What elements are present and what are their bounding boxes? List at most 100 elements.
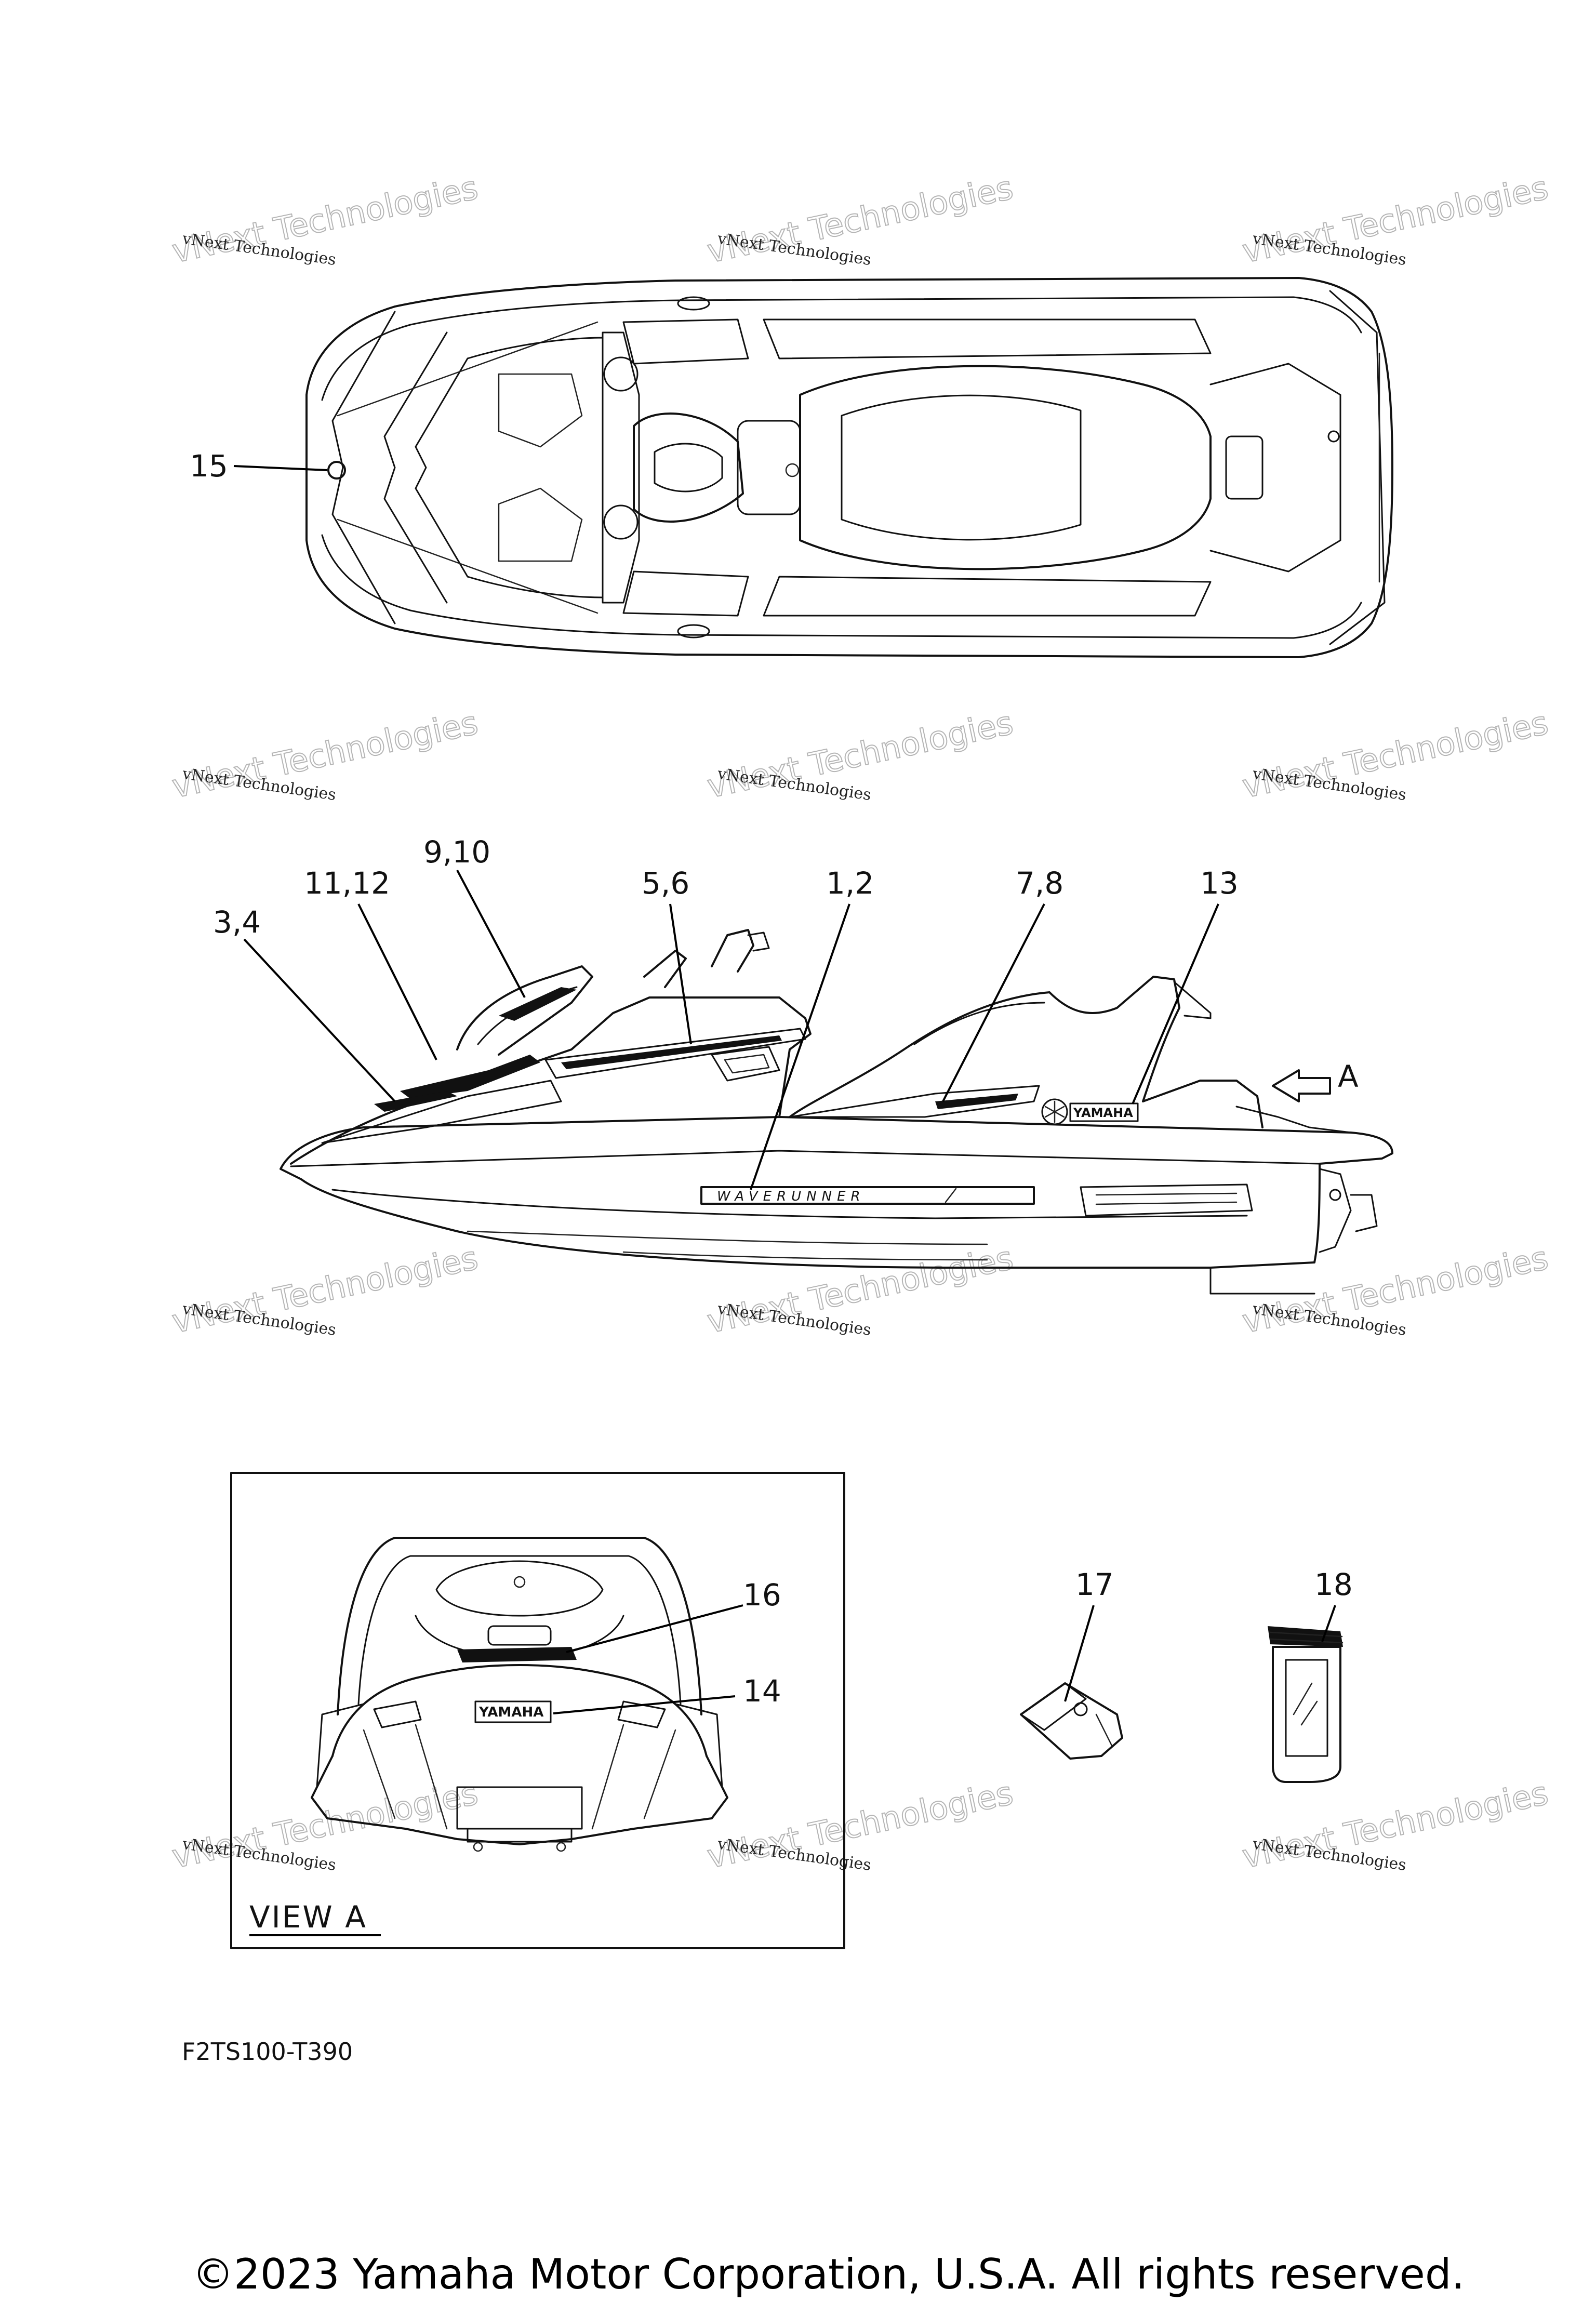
decal-7-8-fill [935,1094,1018,1109]
side-strake [467,1230,988,1245]
leader-17 [1064,1605,1095,1702]
cleat-top [677,296,710,311]
decal-9-10 [499,987,577,1021]
callout-16: 16 [743,1577,781,1613]
footwell-right [622,570,749,617]
bow-chevron [383,331,448,604]
side-intake-line [1095,1192,1238,1205]
side-seat-top [913,1002,1045,1045]
callout-17: 17 [1075,1567,1114,1602]
decal-yamaha-side-text: YAMAHA [1073,1106,1133,1120]
decal-7-8 [789,1085,1040,1118]
view-a-arrow [1272,1069,1331,1102]
leader-3-4 [243,938,396,1102]
rear-storage [1225,435,1264,500]
yamaha-emblem-side [1041,1098,1068,1125]
dash [737,420,801,515]
decal-16 [457,1647,577,1662]
rear-deck [1209,363,1341,573]
side-intake [1080,1183,1253,1217]
side-chine [331,1189,1248,1219]
rear-outline [311,1755,728,1845]
seat-cushion [841,394,1082,541]
cleat-bottom [677,624,710,638]
hood [467,337,604,598]
bag-window [1285,1659,1328,1757]
callout-13: 13 [1200,866,1239,901]
part-code: F2TS100-T390 [182,2038,353,2066]
side-handlebar [643,950,687,988]
rear-panel-line [363,1724,676,1830]
decal-1-2-waverunner [700,1186,1035,1205]
leader-1-2 [750,903,850,1190]
view-a-panel: YAMAHA 16 14 VIEW A [230,1472,845,1949]
decal-waverunner-divider [945,1188,957,1203]
side-hood [456,965,593,1056]
callout-14: 14 [743,1673,781,1709]
callout-15: 15 [190,448,228,484]
steering-inner [654,443,723,493]
rear-seat-arch-inner [357,1555,682,1705]
view-a-label: VIEW A [249,1899,367,1935]
rear-bolt [1327,430,1340,443]
watermark: vNext Technologies vNext Technologies [1239,1773,1552,1876]
rear-seat-latch [513,1576,526,1588]
bag-glare [1293,1682,1318,1726]
part-18-document-bag: 18 [1268,1567,1353,1783]
side-vent-inner [724,1054,770,1074]
decal-5-6 [544,1028,806,1079]
rear-light-left [373,1700,422,1728]
side-stern-bolt [1329,1189,1341,1201]
watermark: vNext Technologies vNext Technologies [168,703,482,806]
decal-waverunner-text: WAVERUNNER [717,1189,866,1204]
rear-handle [487,1625,552,1646]
side-gunwale [290,1150,1321,1167]
side-rear-body [1142,1080,1264,1128]
hood-vent [498,373,583,562]
seat [799,365,1212,570]
decal-11-12 [400,1055,540,1099]
rear-step-bolt [473,1842,483,1852]
rear-step-bolt [556,1842,566,1852]
rear-stern-wide [316,1703,723,1788]
decal-3-4 [374,1091,457,1112]
bow-line [337,321,598,614]
leader-9-10 [456,870,526,998]
watermark: vNext Technologies vNext Technologies [1239,1238,1552,1341]
rear-step [467,1828,573,1843]
leader-7-8 [942,903,1045,1102]
bow-chevron [415,357,469,578]
dash-knob [785,463,800,477]
watermark: vNext Technologies vNext Technologies [703,703,1017,806]
leader-5-6 [669,903,692,1045]
callout-3-4: 3,4 [213,904,261,940]
footwell-left [622,318,749,365]
mirror-right [603,504,639,540]
decal-13-yamaha [1069,1102,1139,1122]
side-deck [290,996,812,1165]
deck-mat-right [763,576,1212,617]
side-handle-grip [747,932,770,952]
pouch-crease [1095,1713,1113,1747]
side-stern-pump [1319,1168,1352,1253]
callout-A: A [1338,1059,1359,1094]
side-rear-handle [1173,981,1212,1019]
hull-inner-rail [321,296,1362,639]
watermark: vNext Technologies vNext Technologies [703,1238,1017,1341]
side-stern-nozzle [1350,1194,1378,1232]
steering-pod [633,413,744,523]
rear-seat-back [435,1560,604,1617]
bag-body [1272,1646,1341,1783]
callout-5-6: 5,6 [642,866,689,901]
handlebar-pod [602,331,640,604]
side-rear-platform [1235,1106,1352,1134]
rear-body [331,1664,708,1757]
hull-outline [305,277,1393,658]
yamaha-emblem-tuning [1044,1100,1065,1123]
copyright-notice: ©2023 Yamaha Motor Corporation, U.S.A. A… [192,2250,1465,2298]
mirror-left [603,356,639,392]
side-view-watercraft: WAVERUNNER YAMAHA A 9,10 11,12 3,4 5,6 1… [213,834,1393,1295]
rear-seat-arch [337,1537,702,1715]
pouch-flap [1020,1682,1087,1731]
side-hull [280,1116,1393,1269]
